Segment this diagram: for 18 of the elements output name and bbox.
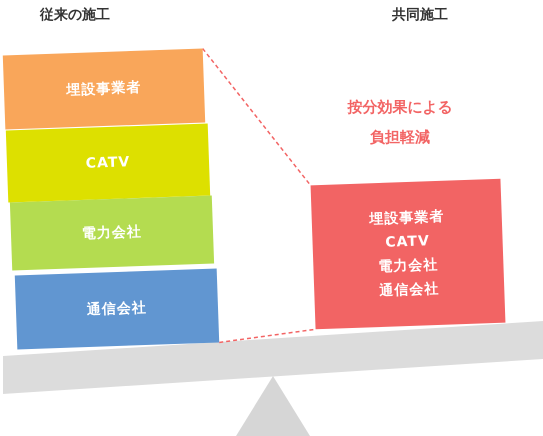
box-label: 埋設事業者	[368, 208, 445, 230]
box-label: 通信会社	[86, 298, 148, 320]
label-box	[310, 178, 506, 330]
box-label: CATV	[384, 232, 430, 253]
label-box	[14, 268, 220, 350]
label-box	[6, 124, 210, 202]
box-label: 埋設事業者	[66, 78, 142, 100]
annotation-text: 按分効果による負担軽減	[346, 97, 454, 148]
box-label: 電力会社	[378, 256, 439, 278]
box-label: 通信会社	[378, 280, 440, 302]
label-box	[10, 196, 214, 270]
dashed-line	[202, 48, 312, 186]
column-heading: 従来の施工	[38, 6, 111, 24]
box-label: CATV	[85, 153, 131, 174]
dashed-line	[219, 328, 316, 344]
column-heading: 共同施工	[391, 6, 449, 24]
box-label: 電力会社	[82, 222, 142, 244]
label-box	[2, 48, 206, 130]
